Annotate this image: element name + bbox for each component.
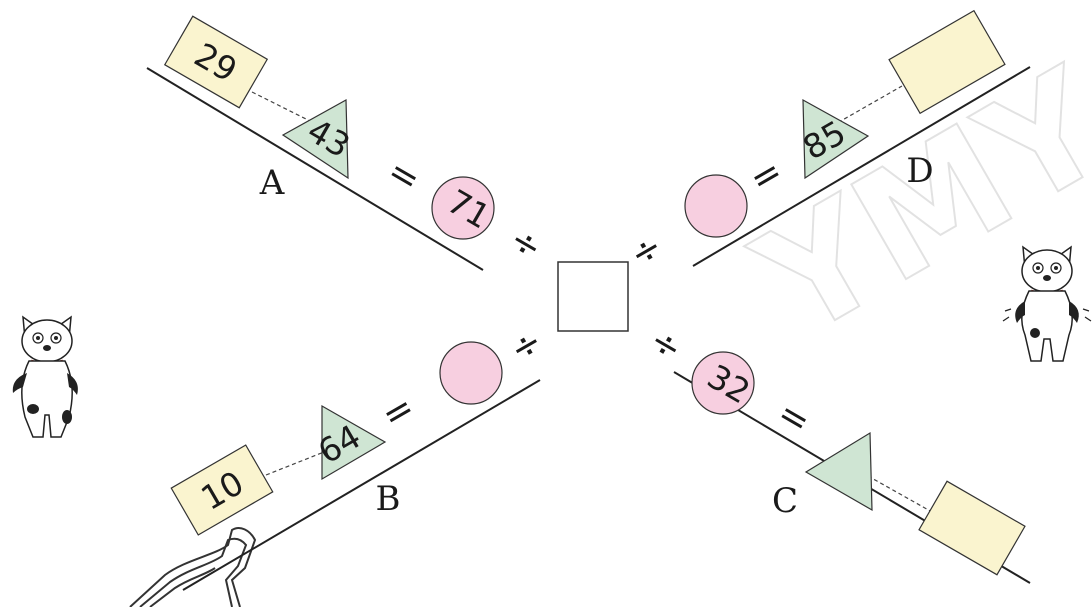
branch-b-divide: ÷ (503, 321, 550, 372)
branch-a-rectangle[interactable] (163, 15, 269, 109)
branch-a: 29 43 = 71 ÷ A (163, 15, 549, 270)
lucky-cat-left (12, 315, 78, 438)
branch-b-line (182, 379, 541, 591)
branch-b-dash (265, 451, 325, 476)
branch-a-circle[interactable] (431, 176, 495, 240)
branch-a-equals: = (380, 151, 427, 202)
branch-a-divide: ÷ (502, 219, 549, 270)
branch-b-letter: B (376, 479, 401, 519)
branch-a-triangle-value: 43 (301, 111, 357, 166)
branch-a-triangle[interactable] (281, 98, 349, 180)
branch-b-rectangle[interactable] (170, 444, 274, 536)
branch-c-dash (867, 475, 933, 513)
lucky-cat-right (1002, 245, 1092, 362)
branch-b-circle[interactable] (439, 341, 503, 405)
branch-d-circle[interactable] (684, 174, 748, 238)
branch-d-rectangle[interactable] (888, 9, 1006, 115)
branch-c-divide: ÷ (642, 320, 689, 371)
branch-d-dash (831, 85, 903, 127)
branch-d-triangle[interactable] (802, 98, 870, 180)
magnet-outline (129, 527, 257, 607)
branch-a-line (146, 67, 484, 271)
branch-c-triangle[interactable] (804, 431, 873, 512)
branch-a-dash (251, 91, 319, 126)
branch-b-equals: = (375, 387, 422, 438)
branch-b-triangle[interactable] (321, 404, 387, 481)
branch-c-equals: = (770, 393, 817, 444)
branch-a-letter: A (259, 163, 285, 203)
branch-d: 85 = ÷ D (623, 9, 1006, 277)
branch-b: 10 64 = ÷ B (170, 321, 550, 536)
branch-c: = 32 ÷ C (642, 320, 1026, 576)
center-square[interactable] (557, 261, 629, 332)
branch-d-letter: D (906, 151, 933, 191)
branch-c-rectangle[interactable] (918, 480, 1026, 576)
branch-c-letter: C (772, 481, 798, 521)
branch-c-circle[interactable] (691, 351, 755, 415)
branch-b-triangle-value: 64 (311, 417, 367, 472)
branch-d-divide: ÷ (623, 226, 670, 277)
branch-d-line (692, 66, 1031, 267)
